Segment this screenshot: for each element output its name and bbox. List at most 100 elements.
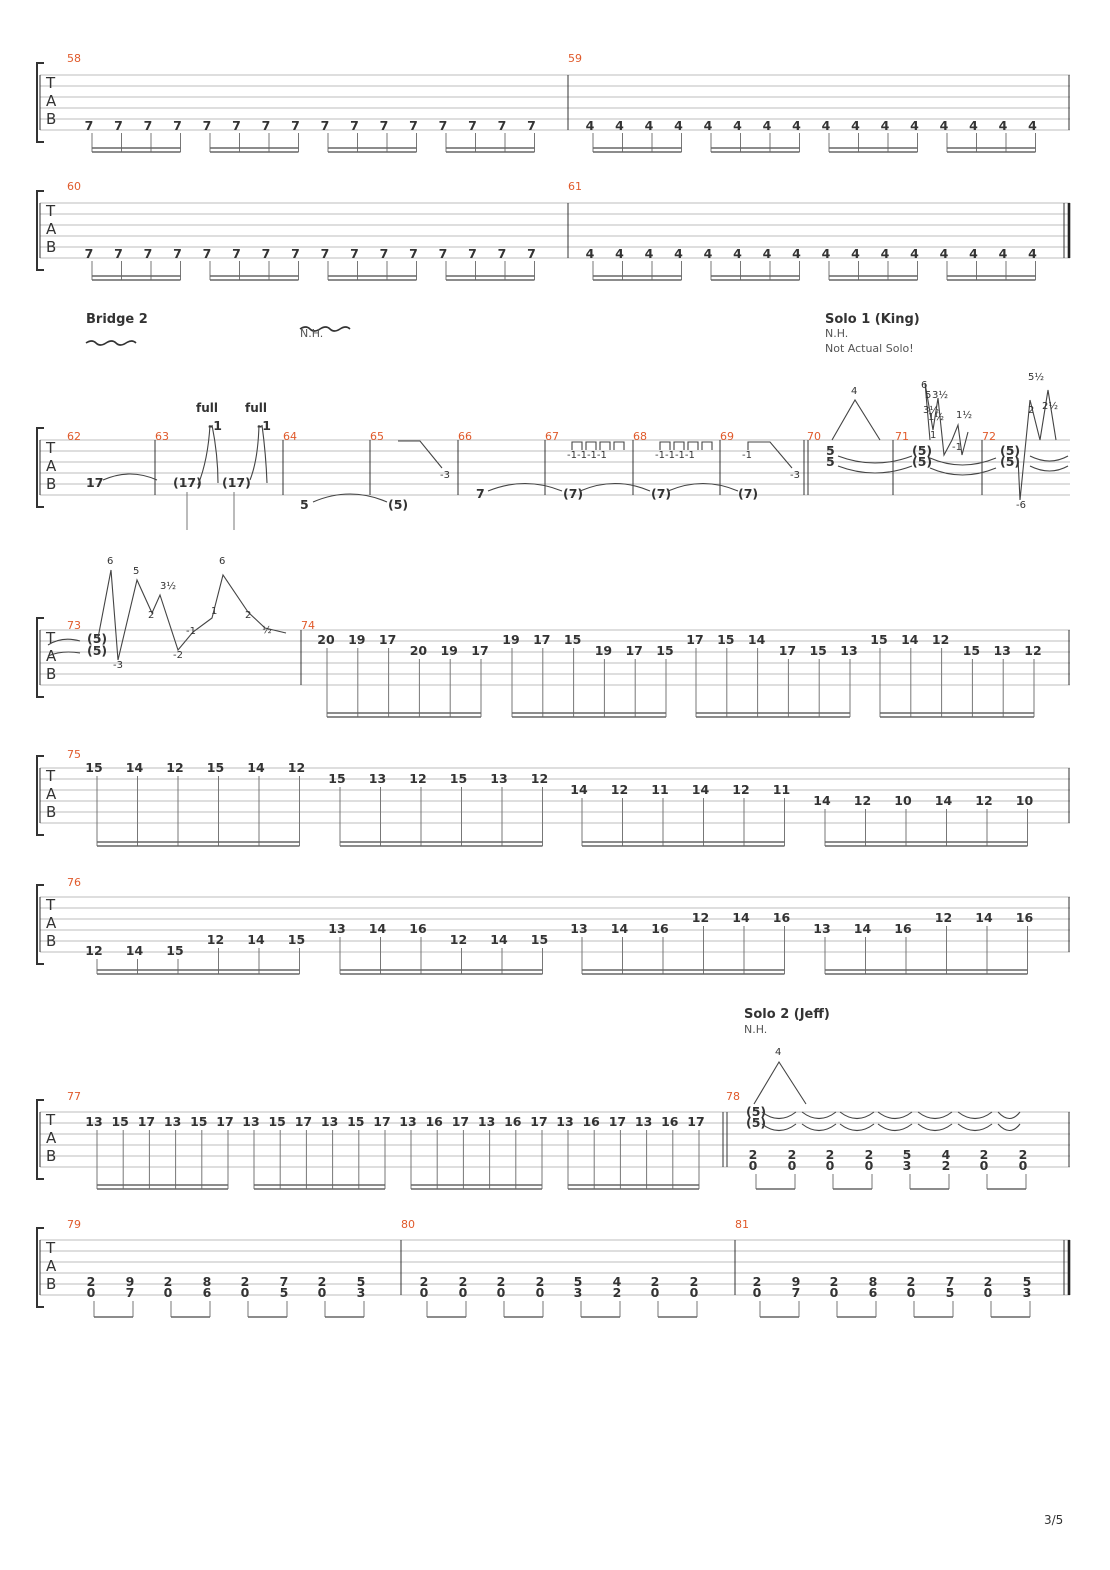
fret-number: 14 [813, 793, 831, 808]
fret-number: 4 [733, 118, 742, 133]
fret-number: 0 [865, 1158, 874, 1173]
whammy-2-2: 2 [245, 610, 251, 621]
fret-number: 17 [471, 643, 488, 658]
tab-clef-letter: T [45, 767, 56, 785]
fret-number: 4 [1028, 118, 1037, 133]
page-number: 3/5 [1044, 1513, 1063, 1527]
fret-number: 16 [661, 1114, 679, 1129]
tab-clef-letter: B [46, 932, 56, 950]
measure-number-72: 72 [982, 430, 996, 443]
fret-number: 9 [126, 1274, 135, 1289]
fret-number: 4 [969, 246, 978, 261]
fret-number: 12 [692, 910, 709, 925]
fret-number: 5 [280, 1285, 289, 1300]
measure-number-62: 62 [67, 430, 81, 443]
fret-number: 7 [280, 1274, 289, 1289]
bend-value-2: -1 [257, 418, 271, 433]
fret-number: 4 [822, 118, 831, 133]
solo-1-note: Not Actual Solo! [825, 342, 914, 355]
fret-number: 13 [840, 643, 857, 658]
fret-number: 14 [126, 943, 144, 958]
fret-number: 5 [574, 1274, 583, 1289]
fret-number: 4 [940, 246, 949, 261]
whammy-5: 5 [133, 566, 139, 577]
dip-values: -1-1-1-1 [567, 450, 607, 461]
fret-number: 4 [704, 246, 713, 261]
system-4: 73 74 (5) (5) 6 5 3½ 2 -3 -1 -2 1 6 2 ½ … [47, 556, 1042, 718]
fret-number: 13 [478, 1114, 495, 1129]
fret-number: 7 [409, 246, 418, 261]
fret-number: 13 [242, 1114, 259, 1129]
fret-number: 0 [830, 1285, 839, 1300]
whammy-1h-2: 1½ [956, 409, 972, 421]
solo-1-nh-label: N.H. [825, 327, 848, 340]
fret-number: 2 [536, 1274, 545, 1289]
whammy-5: 5 [925, 390, 931, 401]
measure-number-60: 60 [67, 180, 81, 193]
measure-number-74: 74 [301, 619, 315, 632]
fret-number: 0 [497, 1285, 506, 1300]
bend-peak [831, 398, 881, 441]
fret-number: 4 [910, 118, 919, 133]
fret-number: 0 [318, 1285, 327, 1300]
vibrato-marker-2 [299, 326, 351, 332]
bend-full-label-2: full [245, 401, 267, 415]
system-bracket [36, 62, 44, 143]
fret-number: 14 [611, 921, 629, 936]
fret-number: 17 [533, 632, 550, 647]
whammy-3h: 3½ [160, 580, 176, 592]
fret-number: 14 [247, 932, 265, 947]
fret-number: 7 [173, 118, 182, 133]
tab-clef-letter: T [45, 439, 56, 457]
dive-value: -3 [440, 470, 450, 481]
fret-number: 7 [114, 246, 123, 261]
fret-5-tied-2: (5) [87, 643, 107, 658]
whammy-m6: -6 [1016, 500, 1026, 511]
fret-number: 16 [1016, 910, 1034, 925]
fret-number: 2 [420, 1274, 429, 1289]
tab-clef-letter: T [45, 1111, 56, 1129]
fret-number: 5 [357, 1274, 366, 1289]
fret-number: 2 [87, 1274, 96, 1289]
fret-number: 7 [232, 118, 241, 133]
fret-number: 14 [975, 910, 993, 925]
fret-number: 4 [704, 118, 713, 133]
tab-staff-4: TAB [36, 617, 1070, 698]
whammy-2: 2 [148, 610, 154, 621]
fret-number: 0 [749, 1158, 758, 1173]
fret-number: 4 [674, 118, 683, 133]
fret-5-tied: (5) [87, 631, 107, 646]
system-bracket [36, 1099, 44, 1180]
fret-number: 17 [216, 1114, 233, 1129]
tab-clef-letter: B [46, 803, 56, 821]
measure-number-66: 66 [458, 430, 472, 443]
tab-staff-8: TAB [36, 1227, 1071, 1308]
fret-number: 4 [851, 118, 860, 133]
tie-curves-3 [1029, 455, 1069, 472]
tab-clef-letter: B [46, 1275, 56, 1293]
fret-number: 2 [865, 1147, 874, 1162]
fret-number: 7 [262, 246, 271, 261]
fret-17-tied-2: (17) [222, 475, 251, 490]
fret-number: 0 [788, 1158, 797, 1173]
fret-number: 7 [527, 118, 536, 133]
system-bracket [36, 1227, 44, 1308]
fret-number: 7 [321, 118, 330, 133]
fret-17-tied: (17) [173, 475, 202, 490]
measure-number-69: 69 [720, 430, 734, 443]
fret-number: 7 [262, 118, 271, 133]
fret-number: 12 [166, 760, 183, 775]
fret-number: 14 [901, 632, 919, 647]
whammy-m3: -3 [113, 660, 123, 671]
fret-5-tied: (5) [388, 497, 408, 512]
fret-number: 15 [531, 932, 548, 947]
tab-clef-letter: A [46, 1129, 57, 1147]
fret-number: 4 [586, 118, 595, 133]
